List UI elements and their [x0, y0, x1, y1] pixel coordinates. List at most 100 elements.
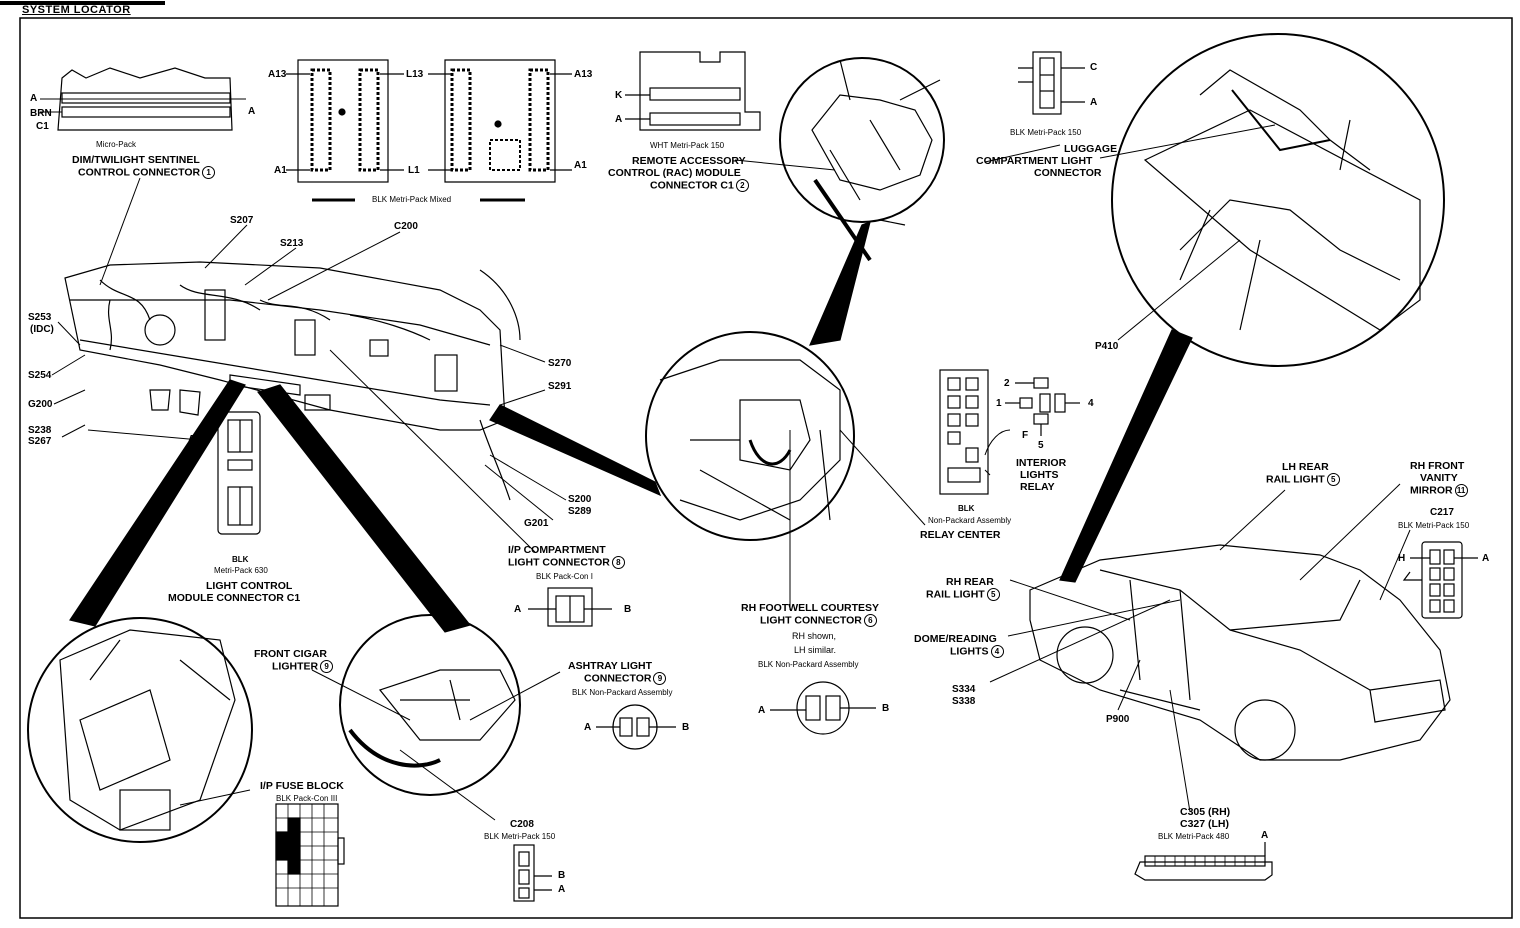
mixed-a13-left: A13 — [268, 69, 287, 80]
rh-footwell-note1: RH shown, — [792, 631, 837, 641]
micro-pack-connector-drawing — [40, 67, 246, 131]
rac-ref-number: 2 — [735, 179, 749, 192]
mixed-a1-left: A1 — [274, 165, 287, 176]
callout-s254: S254 — [28, 370, 52, 381]
ip-compartment-label-line1: I/P COMPARTMENT — [508, 544, 606, 556]
rac-label-line2: CONTROL (RAC) MODULE — [608, 167, 741, 179]
light-control-pin-a: A — [188, 434, 196, 445]
rac-label-line1: REMOTE ACCESSORY — [632, 155, 746, 167]
light-control-connector-drawing — [217, 411, 261, 535]
ip-compartment-type: BLK Pack-Con I — [536, 572, 593, 581]
relay-center-connector-drawing — [939, 369, 1080, 495]
light-control-label-line2: MODULE CONNECTOR C1 — [168, 592, 301, 604]
rh-vanity-label-line1: RH FRONT — [1410, 460, 1465, 472]
rac-connector-type: WHT Metri-Pack 150 — [650, 141, 725, 150]
c217-label: C217 — [1430, 507, 1454, 518]
luggage-inset-circle — [1111, 33, 1445, 367]
rac-connector-drawing — [625, 51, 761, 131]
rh-footwell-connector-drawing — [770, 681, 876, 735]
callout-s289: S289 — [568, 506, 592, 517]
ip-fuse-type: BLK Pack-Con III — [276, 794, 338, 803]
relay-center-color: BLK — [958, 504, 975, 513]
dim-twilight-label-line1: DIM/TWILIGHT SENTINEL — [72, 154, 200, 166]
rh-footwell-type: BLK Non-Packard Assembly — [758, 660, 859, 669]
callout-s267: S267 — [28, 436, 52, 447]
luggage-label-line3: CONNECTOR — [1034, 167, 1102, 179]
rh-footwell-pin-b: B — [882, 703, 890, 714]
c208-pin-b: B — [558, 870, 566, 881]
rh-footwell-pin-a: A — [758, 705, 766, 716]
ashtray-pin-b: B — [682, 722, 690, 733]
callout-s334: S334 — [952, 684, 976, 695]
relay-pin-f: F — [1022, 430, 1029, 441]
leader-lines — [51, 124, 1411, 821]
rh-footwell-label-text: LIGHT CONNECTOR — [760, 614, 862, 627]
ip-compartment-label-text: LIGHT CONNECTOR — [508, 556, 610, 569]
rh-rear-label-line1: RH REAR — [946, 576, 994, 588]
dim-twilight-ref-number: 1 — [202, 166, 216, 179]
rac-pin-a: A — [615, 114, 623, 125]
instrument-panel-drawing — [64, 261, 521, 501]
mixed-a13-right: A13 — [574, 69, 593, 80]
c305-pin-a: A — [1261, 830, 1269, 841]
dim-twilight-label-text: CONTROL CONNECTOR — [78, 166, 201, 179]
ashtray-label-line1: ASHTRAY LIGHT — [568, 660, 653, 672]
luggage-connector-type: BLK Metri-Pack 150 — [1010, 128, 1082, 137]
c208-label: C208 — [510, 819, 534, 830]
mixed-a1-right: A1 — [574, 160, 587, 171]
c208-type: BLK Metri-Pack 150 — [484, 832, 556, 841]
car-drawing — [1029, 544, 1451, 761]
ashtray-connector-drawing — [596, 704, 676, 750]
relay-pin-5: 5 — [1038, 440, 1044, 451]
relay-center-label: RELAY CENTER — [920, 529, 1001, 541]
luggage-label-line2: COMPARTMENT LIGHT — [976, 155, 1093, 167]
c305-type: BLK Metri-Pack 480 — [1158, 832, 1230, 841]
border-frame — [19, 17, 1513, 919]
c217-pin-h: H — [1398, 553, 1406, 564]
dome-ref-number: 4 — [990, 645, 1004, 658]
callout-p410: P410 — [1095, 341, 1119, 352]
luggage-connector-drawing — [1018, 51, 1085, 115]
c217-connector-drawing — [1402, 541, 1478, 619]
ashtray-inset-circle — [339, 614, 521, 796]
rac-label-text: CONNECTOR C1 — [650, 179, 734, 192]
relay-pin-4: 4 — [1088, 398, 1094, 409]
callout-g200: G200 — [28, 399, 53, 410]
blk-mixed-connector-left-drawing — [286, 59, 404, 183]
relay-pin-1: 1 — [996, 398, 1002, 409]
dim-pin-a-right: A — [248, 106, 256, 117]
rh-footwell-ref-number: 6 — [863, 614, 877, 627]
front-cigar-label-text: LIGHTER — [272, 660, 319, 673]
rh-footwell-note2: LH similar. — [794, 645, 837, 655]
c217-pin-a: A — [1482, 553, 1490, 564]
c305-connector-drawing — [1134, 842, 1273, 881]
callout-p900: P900 — [1106, 714, 1130, 725]
callout-s338: S338 — [952, 696, 976, 707]
ip-compartment-pin-a: A — [514, 604, 522, 615]
ip-compartment-connector-drawing — [528, 587, 612, 627]
ip-fuse-inset-circle — [27, 617, 253, 843]
callout-s200: S200 — [568, 494, 592, 505]
luggage-pin-c: C — [1090, 62, 1098, 73]
lh-rear-label-line1: LH REAR — [1282, 461, 1329, 473]
ashtray-ref-number: 9 — [653, 672, 667, 685]
luggage-pin-a: A — [1090, 97, 1098, 108]
light-control-label-line1: LIGHT CONTROL — [206, 580, 293, 592]
c305-label-line2: C327 (LH) — [1180, 818, 1230, 830]
dim-pin-a-left: A — [30, 93, 38, 104]
funnel-wedges — [69, 221, 1193, 633]
ip-fuse-block-drawing — [275, 803, 345, 907]
c208-connector-drawing — [513, 844, 552, 902]
rac-pin-k: K — [615, 90, 623, 101]
dim-brn-label: BRN — [30, 108, 52, 119]
luggage-label-line1: LUGGAGE — [1064, 143, 1118, 155]
rh-rear-ref-number: 5 — [986, 588, 1000, 601]
callout-s213: S213 — [280, 238, 304, 249]
